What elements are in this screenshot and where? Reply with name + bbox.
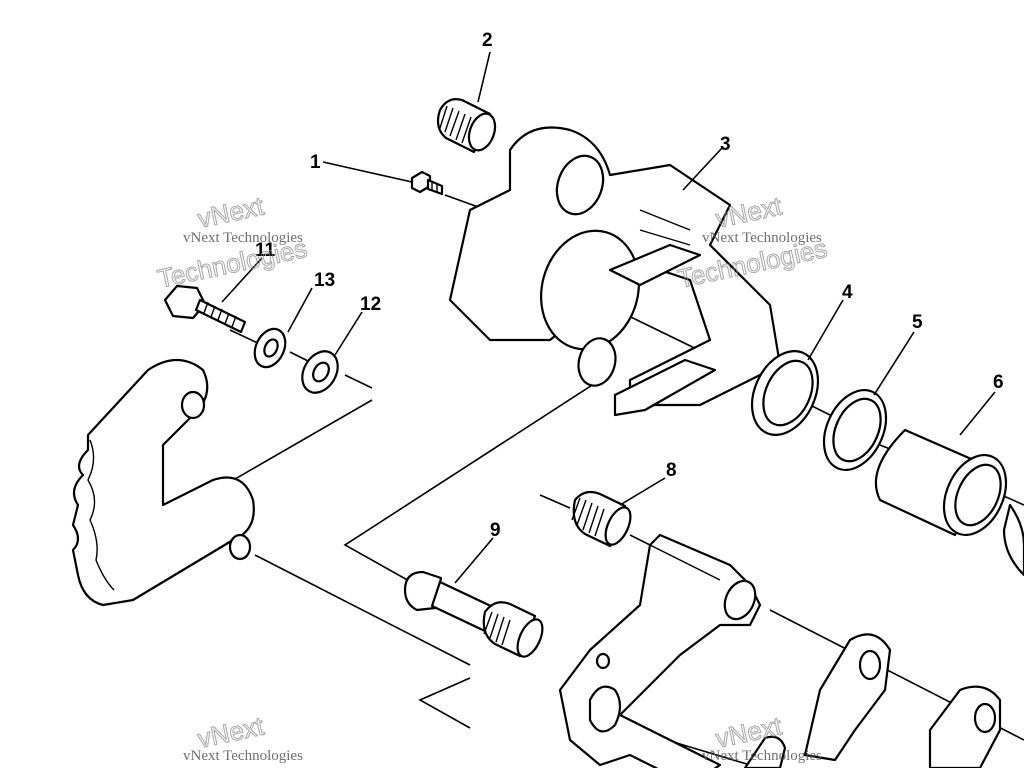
callout-8: 8 <box>666 460 677 481</box>
caliper-support <box>558 533 762 768</box>
watermark-brand-small: vNext Technologies <box>702 230 822 246</box>
watermark-brand-small: vNext Technologies <box>702 748 822 764</box>
watermark-brand-small: vNext Technologies <box>183 230 303 246</box>
slide-pin <box>403 570 544 658</box>
watermark-top-left: vNext vNext Technologies Technologies <box>155 190 311 294</box>
callout-6: 6 <box>993 372 1004 393</box>
caliper-body <box>448 126 782 417</box>
piston <box>874 428 1024 577</box>
callout-11: 11 <box>255 240 276 261</box>
watermark-bottom-right: vNext vNext Technologies <box>702 710 822 764</box>
callout-9: 9 <box>490 520 501 541</box>
watermark-brand-top: vNext <box>195 191 267 234</box>
callout-leaders <box>221 51 996 584</box>
dust-seal <box>822 389 888 471</box>
watermark-bottom-left: vNext vNext Technologies <box>183 710 303 764</box>
lock-washer <box>253 327 287 369</box>
mounting-bracket <box>71 358 255 607</box>
callout-2: 2 <box>482 30 493 51</box>
callout-5: 5 <box>912 312 923 333</box>
brake-pad-bracket <box>743 633 1002 768</box>
callout-12: 12 <box>360 294 381 315</box>
slide-pin-boot <box>571 490 632 548</box>
piston-seal <box>750 350 820 436</box>
callout-3: 3 <box>720 134 731 155</box>
callout-1: 1 <box>310 152 321 173</box>
boot-sleeve <box>436 98 497 154</box>
watermark-brand-top: vNext <box>713 191 785 234</box>
callout-labels: 1 2 3 4 5 6 8 9 11 13 12 <box>255 30 1004 541</box>
callout-4: 4 <box>842 282 853 303</box>
mounting-bolt <box>163 284 247 334</box>
callout-13: 13 <box>314 270 335 291</box>
bleeder-screw <box>410 170 444 196</box>
flat-washer <box>301 350 339 394</box>
watermark-brand-small: vNext Technologies <box>183 748 303 764</box>
